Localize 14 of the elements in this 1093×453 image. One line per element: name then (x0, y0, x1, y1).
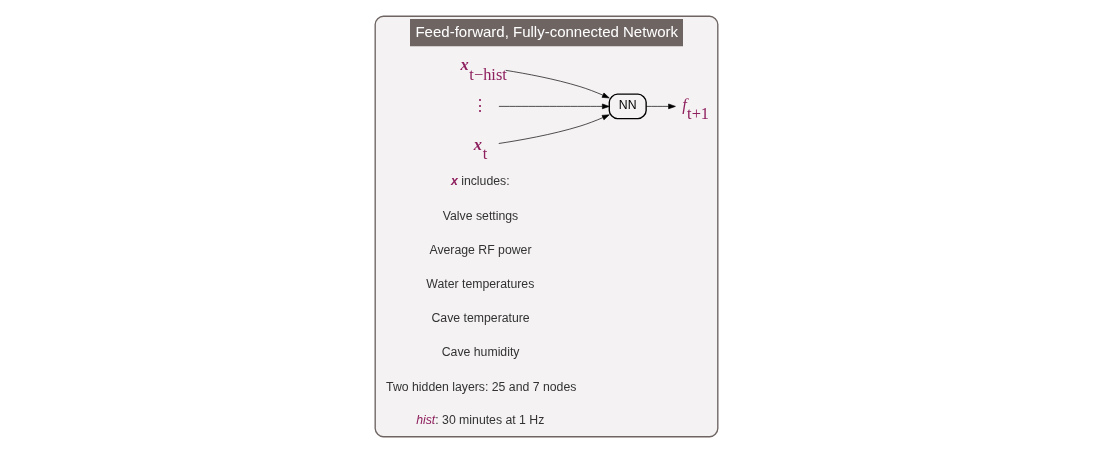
label: Average RF power (429, 243, 532, 258)
label: Valve settings (442, 208, 519, 223)
label: Two hidden layers: 25 and 7 nodes (386, 379, 577, 394)
arrow (498, 103, 610, 110)
arrow (505, 70, 610, 99)
label: Cave temperature (431, 311, 530, 326)
label: hist: 30 minutes at 1 Hz (416, 413, 545, 428)
node-text: ⋮ (472, 95, 489, 115)
arrow (645, 103, 676, 110)
label: x includes: (450, 174, 510, 189)
arrow (498, 114, 610, 144)
node-box: NN (608, 93, 647, 120)
label: Cave humidity (441, 345, 520, 360)
label: Water temperatures (426, 277, 535, 292)
